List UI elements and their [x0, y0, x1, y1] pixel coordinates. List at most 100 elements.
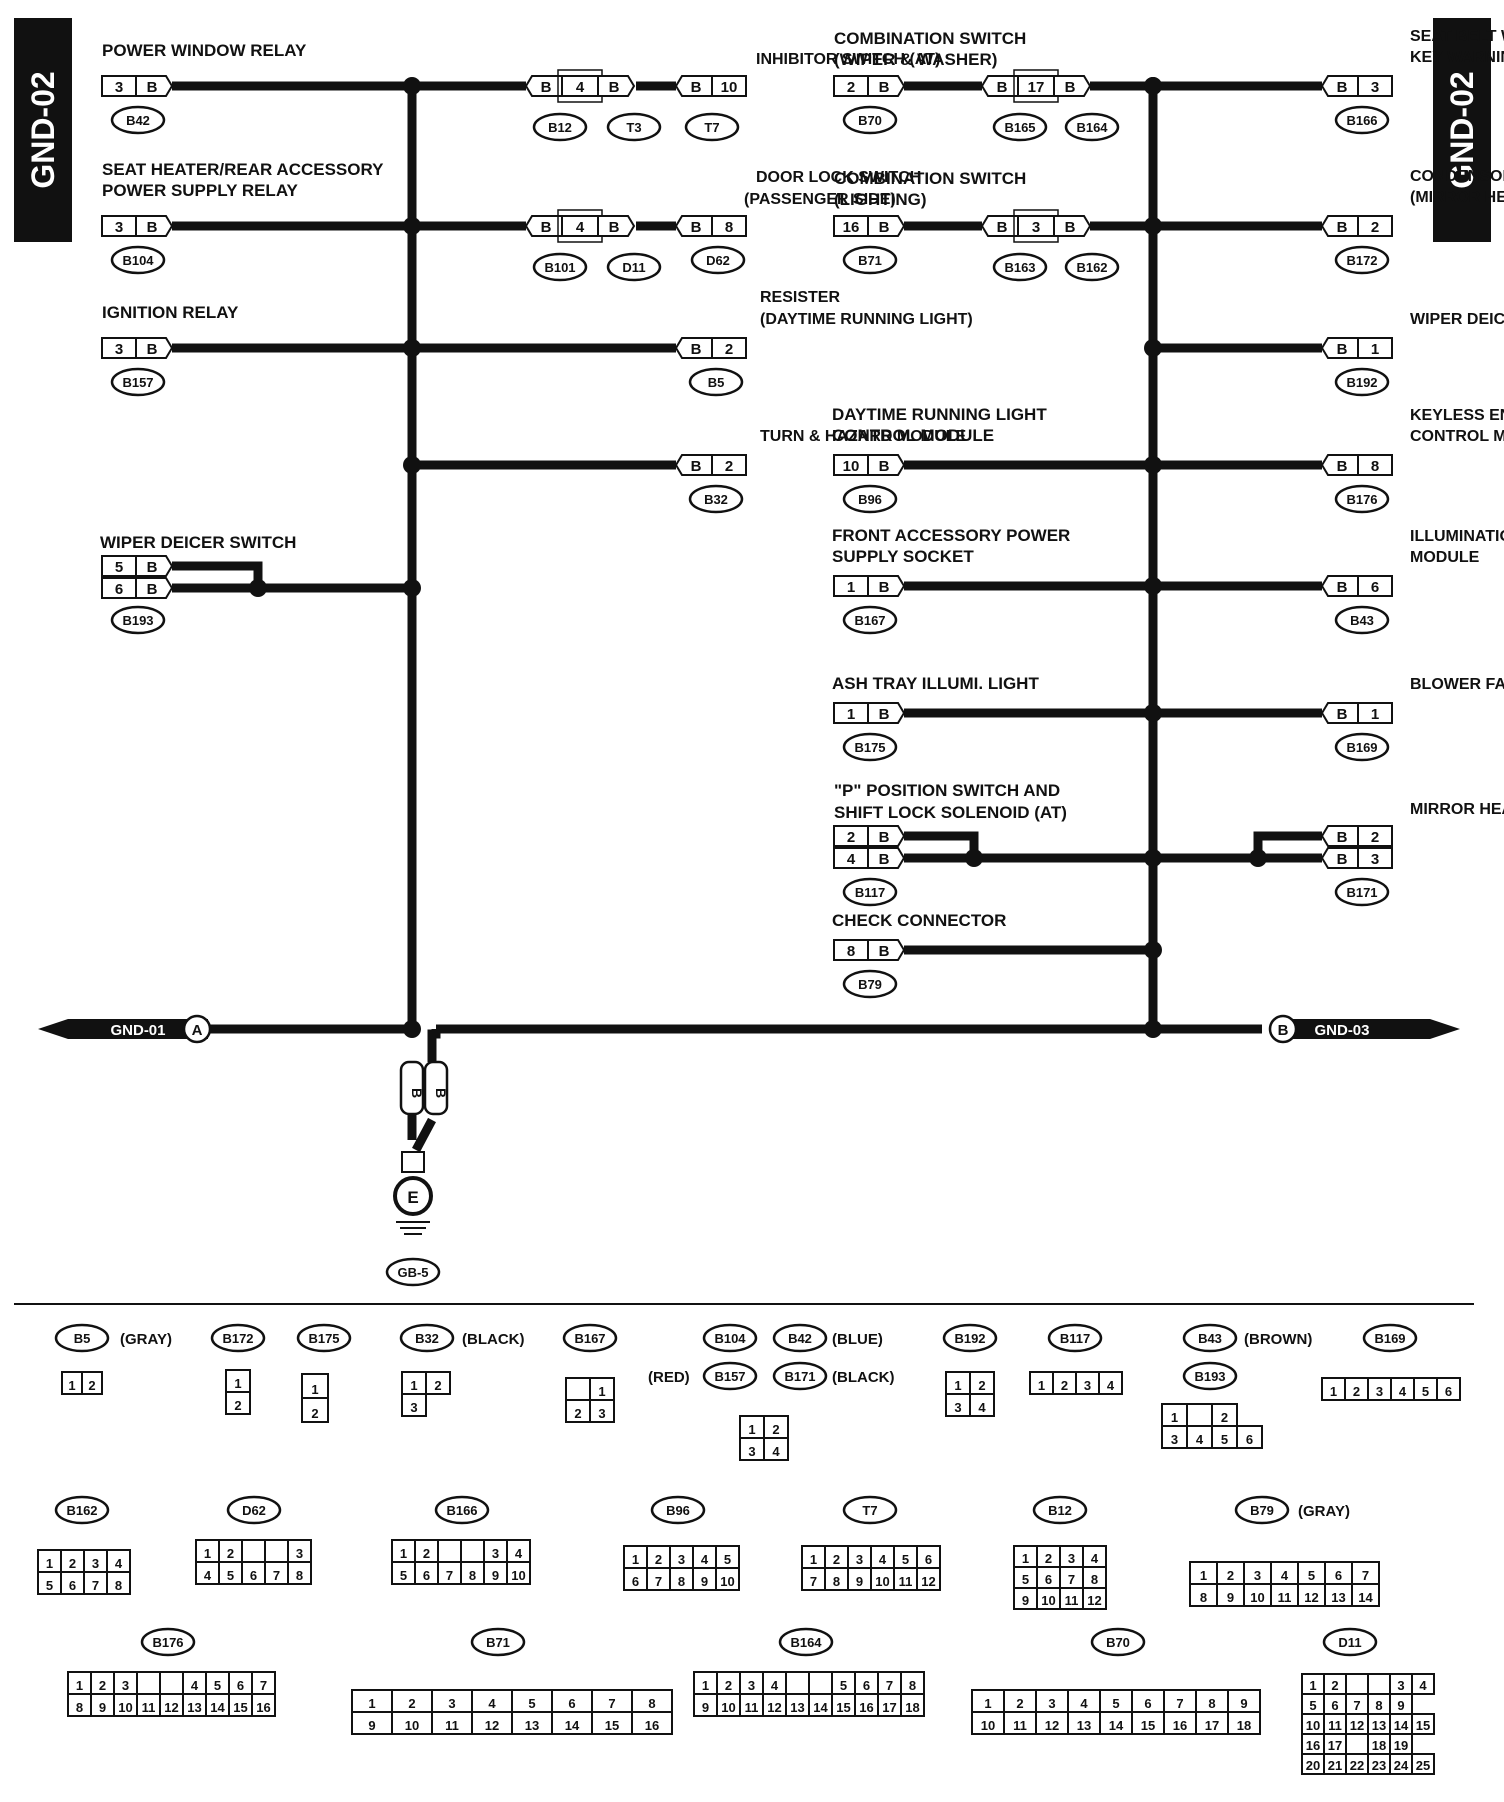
pin-number: 11	[899, 1574, 913, 1589]
pin-number: 3	[1068, 1551, 1075, 1566]
splice-dot	[403, 579, 421, 597]
pin-number: 7	[810, 1574, 817, 1589]
pin-number: 2	[1061, 1378, 1068, 1393]
pin-cell	[565, 1377, 591, 1401]
legend-b164-oval	[778, 1627, 834, 1657]
ground-wire-tag-2	[423, 1060, 449, 1116]
pin-number: 4	[772, 1444, 780, 1459]
legend-b43-oval	[1182, 1323, 1238, 1353]
pin-number: 4	[879, 1552, 887, 1567]
connector-id-oval	[842, 245, 898, 275]
legend-b192: B192	[954, 1331, 985, 1346]
pin-number: 11	[1328, 1718, 1342, 1733]
pin-number: 9	[99, 1700, 106, 1715]
wire-color: B	[879, 829, 890, 846]
pin-number: 4	[1080, 1696, 1088, 1711]
wire-color-box	[135, 215, 174, 237]
pin-number-box	[1357, 702, 1393, 724]
wires	[172, 77, 1322, 1153]
component-b117: "P" POSITION SWITCH AND SHIFT LOCK SOLENO…	[833, 781, 1067, 907]
pin-number: 5	[400, 1568, 407, 1583]
pin-number: 2	[574, 1406, 581, 1421]
pin-number: 1	[311, 1382, 318, 1397]
ground-point-id: GB-5	[397, 1265, 428, 1280]
component-label: SEAT BELT WARNING AND	[1410, 28, 1504, 45]
pin-number: 2	[725, 341, 733, 358]
component-label: "P" POSITION SWITCH AND	[834, 781, 1060, 800]
pin-number: 9	[368, 1718, 375, 1733]
legend-d62: D62	[242, 1503, 266, 1518]
pin-number: 16	[645, 1718, 659, 1733]
component-label: DAYTIME RUNNING LIGHT	[832, 405, 1047, 424]
pin-number: 4	[771, 1678, 779, 1693]
pin-number: 1	[702, 1678, 709, 1693]
pin-cell	[1411, 1753, 1435, 1775]
pin-number: 1	[410, 1378, 417, 1393]
pin-number: 13	[525, 1718, 539, 1733]
pin-number: 13	[1077, 1718, 1091, 1733]
pin-number: 13	[1331, 1590, 1345, 1605]
pin-number: 8	[1375, 1698, 1382, 1713]
splice-dot	[1144, 77, 1162, 95]
pin-number-box	[711, 215, 747, 237]
wire-color-box	[135, 577, 174, 599]
pin-number-box	[1357, 215, 1393, 237]
ground-wire-color-1: B	[409, 1088, 425, 1098]
component-label: FRONT ACCESSORY POWER	[832, 526, 1070, 545]
connector-id-oval	[1334, 877, 1390, 907]
pin-number: 3	[1397, 1678, 1404, 1693]
connector-id: D62	[706, 253, 730, 268]
pin-number: 5	[902, 1552, 909, 1567]
pin-number: 11	[445, 1718, 459, 1733]
pin-number: 2	[1353, 1384, 1360, 1399]
legend-b172: B172	[222, 1331, 253, 1346]
pin-number: 2	[847, 79, 855, 96]
legend-b32-color: (BLACK)	[462, 1331, 524, 1348]
link-point-circle	[182, 1014, 212, 1044]
pin-number: 10	[843, 458, 860, 475]
wire-color: B	[147, 79, 158, 96]
connector-id: B32	[704, 492, 728, 507]
pin-number: 12	[1350, 1718, 1364, 1733]
connector-id-oval	[110, 605, 166, 635]
legend-b42-color: (BLUE)	[832, 1331, 883, 1348]
pin-number: 15	[605, 1718, 619, 1733]
pin-number: 11	[1278, 1590, 1292, 1605]
pin-number: 4	[701, 1552, 709, 1567]
pin-number: 16	[256, 1700, 270, 1715]
splice-dot	[1144, 577, 1162, 595]
pin-number: 3	[678, 1552, 685, 1567]
legend-b104: B104	[714, 1331, 746, 1346]
pin-number: 2	[88, 1378, 95, 1393]
component-label: COMBINATION SWITCH	[834, 29, 1026, 48]
pin-number: 10	[1250, 1590, 1264, 1605]
component-label: SHIFT LOCK SOLENOID (AT)	[834, 803, 1067, 822]
legend-b32-oval	[399, 1323, 455, 1353]
pin-number: 10	[118, 1700, 132, 1715]
pin-cell	[1436, 1377, 1461, 1401]
pin-number: 1	[400, 1546, 407, 1561]
connector-id: B71	[858, 253, 882, 268]
legend-b32: B32	[415, 1331, 439, 1346]
pin-cell	[1227, 1711, 1261, 1735]
link-sheet-left: GND-01	[110, 1022, 165, 1039]
pin-number: 2	[1221, 1410, 1228, 1425]
connector-id-oval	[1334, 105, 1390, 135]
connector-id-oval	[1334, 367, 1390, 397]
wire-color-box	[135, 75, 174, 97]
component-label: COMBINATION SWITCH	[834, 169, 1026, 188]
wire-color: B	[1337, 79, 1348, 96]
